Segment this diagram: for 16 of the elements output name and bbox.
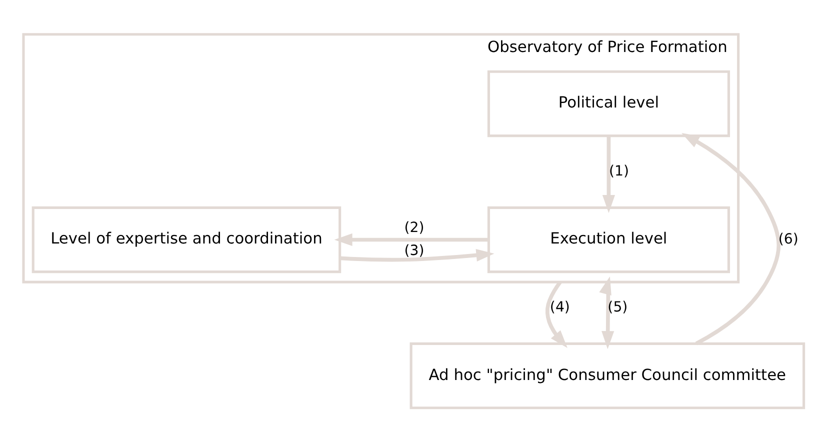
edge-label: (2) <box>404 219 424 236</box>
edge-label: (3) <box>404 242 424 258</box>
arrow <box>602 135 616 213</box>
node-box: Execution level <box>487 206 730 273</box>
arrow <box>546 280 568 348</box>
edge-label: (6) <box>778 230 798 247</box>
arrow <box>334 232 489 246</box>
arrow <box>599 276 614 349</box>
arrow <box>340 248 494 262</box>
node-box: Political level <box>487 70 730 137</box>
edge-label: (1) <box>608 162 629 179</box>
node-box: Level of expertise and coordination <box>32 206 342 273</box>
edge-label: (5) <box>608 298 628 315</box>
node-box: Ad hoc "pricing" Consumer Council committee <box>410 342 806 409</box>
edge-label: (4) <box>550 298 570 315</box>
arrow <box>682 132 781 345</box>
